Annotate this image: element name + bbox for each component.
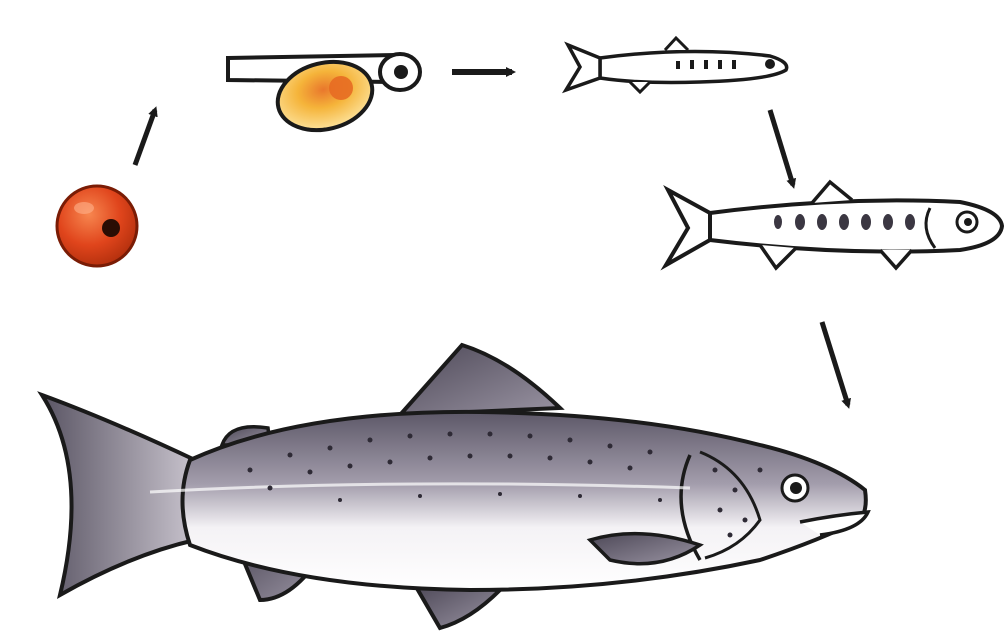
arrow-egg-to-alevin	[135, 110, 155, 165]
parr-icon	[666, 182, 1002, 268]
arrow-fry-to-parr	[770, 110, 793, 185]
egg-icon	[57, 186, 137, 266]
fry-icon	[566, 38, 787, 92]
alevin-icon	[228, 52, 420, 139]
adult-salmon-icon	[42, 345, 868, 628]
arrow-parr-to-adult	[822, 322, 848, 405]
